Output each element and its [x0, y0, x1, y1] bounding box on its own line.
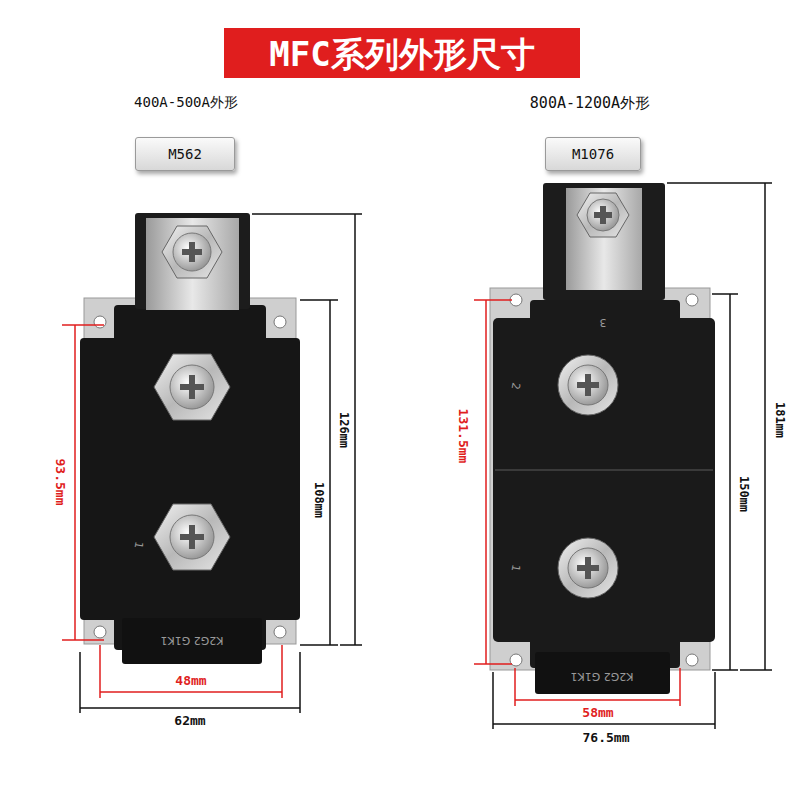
dimension-label: 126mm — [336, 410, 349, 450]
dimension-lines-left — [62, 214, 362, 713]
terminal-number: 3 — [600, 316, 607, 328]
model-range-label: 800A-1200A外形 — [530, 95, 650, 112]
dimension-label: 48mm — [173, 674, 208, 688]
terminal-number: 1 — [508, 564, 521, 573]
dimension-label: 108mm — [311, 480, 324, 520]
dimension-label: 93.5mm — [53, 457, 67, 508]
dimension-lines-right — [474, 183, 772, 729]
terminal-number: 2 — [508, 382, 521, 391]
right-module — [490, 183, 715, 694]
dimension-label: 131.5mm — [456, 407, 470, 466]
model-range-label: 400A-500A外形 — [134, 95, 238, 110]
left-module — [80, 213, 300, 664]
dimension-label: 181mm — [772, 400, 785, 440]
model-code-box: M562 — [135, 137, 235, 171]
model-code: M562 — [168, 146, 202, 162]
terminal-number: 1 — [131, 541, 144, 550]
terminal-marking: K2G2 G1K1 — [571, 670, 634, 682]
dimension-label: 58mm — [580, 706, 615, 720]
title-banner: MFC系列外形尺寸 — [224, 28, 580, 78]
model-code-box: M1076 — [545, 137, 641, 171]
dimension-label: 76.5mm — [581, 731, 632, 745]
dimension-label: 150mm — [736, 474, 749, 514]
model-code: M1076 — [572, 146, 614, 162]
dimension-label: 62mm — [172, 714, 207, 728]
terminal-marking: K2G2 G1K1 — [161, 634, 224, 646]
